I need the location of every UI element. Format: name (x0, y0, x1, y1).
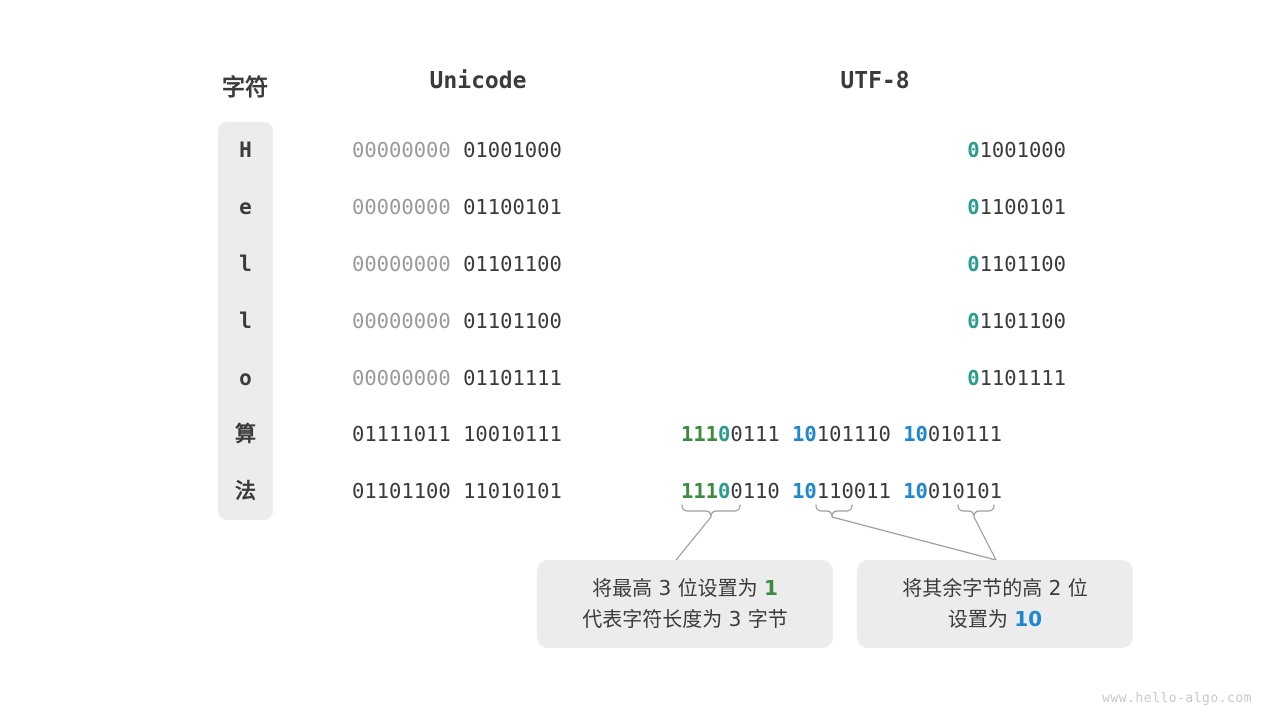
utf8-payload-bits: 1101111 (979, 366, 1066, 390)
utf8-byte1-payload: 0110 (730, 479, 780, 503)
utf8-length-prefix-bits: 111 (681, 479, 719, 503)
unicode-value: 00000000 01101111 (352, 364, 562, 392)
unicode-low-byte: 11010101 (463, 479, 562, 503)
brace-length-prefix (681, 504, 741, 518)
utf8-lead-bit: 0 (967, 252, 980, 276)
leader-line-right-callout-b (973, 516, 997, 561)
unicode-high-byte: 00000000 (352, 138, 464, 162)
unicode-value: 00000000 01001000 (352, 136, 562, 164)
utf8-payload-bits: 1001000 (979, 138, 1066, 162)
watermark: www.hello-algo.com (1102, 691, 1252, 706)
utf8-continuation-prefix: 10 (792, 479, 817, 503)
utf8-payload-bits: 1100101 (979, 195, 1066, 219)
callout-left-line-2: 代表字符长度为 3 字节 (582, 607, 788, 631)
utf8-value-multibyte: 11100110 10110011 10010101 (681, 477, 1002, 505)
utf8-value: 01101111 (967, 364, 1066, 392)
unicode-high-byte: 00000000 (352, 366, 464, 390)
leader-line-right-callout-a (831, 516, 997, 561)
unicode-value: 00000000 01101100 (352, 250, 562, 278)
callout-right-line-1: 将其余字节的高 2 位 (902, 576, 1088, 600)
utf8-byte3-payload: 010111 (927, 422, 1002, 446)
unicode-value: 01111011 10010111 (352, 420, 562, 448)
callout-left-highlight: 1 (763, 576, 778, 600)
callout-continuation-prefix: 将其余字节的高 2 位 设置为 10 (857, 560, 1133, 648)
utf8-byte2-payload: 110011 (816, 479, 891, 503)
utf8-value: 01101100 (967, 307, 1066, 335)
character-cell: 算 (235, 422, 256, 446)
callout-right-line-2-text: 设置为 (947, 607, 1015, 631)
utf8-prefix-terminator-bit: 0 (718, 479, 731, 503)
utf8-prefix-terminator-bit: 0 (718, 422, 731, 446)
utf8-continuation-prefix: 10 (903, 479, 928, 503)
unicode-low-byte: 01101100 (463, 252, 562, 276)
unicode-low-byte: 01100101 (463, 195, 562, 219)
leader-line-left-callout (675, 516, 712, 561)
utf8-byte3-payload: 010101 (927, 479, 1002, 503)
unicode-low-byte: 01101111 (463, 366, 562, 390)
callout-right-line-2: 设置为 10 (948, 604, 1042, 635)
character-cell: l (239, 309, 252, 333)
unicode-high-byte: 01111011 (352, 422, 464, 446)
utf8-length-prefix-bits: 111 (681, 422, 719, 446)
character-cell: e (239, 195, 252, 219)
utf8-lead-bit: 0 (967, 366, 980, 390)
utf8-value: 01001000 (967, 136, 1066, 164)
utf8-payload-bits: 1101100 (979, 309, 1066, 333)
character-cell: l (239, 252, 252, 276)
unicode-value: 00000000 01101100 (352, 307, 562, 335)
utf8-value: 01101100 (967, 250, 1066, 278)
utf8-value: 01100101 (967, 193, 1066, 221)
utf8-lead-bit: 0 (967, 195, 980, 219)
utf8-byte1-payload: 0111 (730, 422, 780, 446)
unicode-low-byte: 01001000 (463, 138, 562, 162)
unicode-low-byte: 10010111 (463, 422, 562, 446)
callout-left-line-1: 将最高 3 位设置为 1 (592, 573, 778, 604)
brace-continuation-prefix-byte2 (815, 504, 853, 518)
callout-left-line-1-text: 将最高 3 位设置为 (592, 576, 764, 600)
callout-length-prefix: 将最高 3 位设置为 1 代表字符长度为 3 字节 (537, 560, 833, 648)
unicode-value: 00000000 01100101 (352, 193, 562, 221)
utf8-byte2-payload: 101110 (816, 422, 891, 446)
utf8-lead-bit: 0 (967, 309, 980, 333)
unicode-value: 01101100 11010101 (352, 477, 562, 505)
utf8-payload-bits: 1101100 (979, 252, 1066, 276)
unicode-high-byte: 00000000 (352, 309, 464, 333)
utf8-lead-bit: 0 (967, 138, 980, 162)
utf8-continuation-prefix: 10 (792, 422, 817, 446)
column-header-character: 字符 (222, 75, 268, 101)
unicode-high-byte: 01101100 (352, 479, 464, 503)
unicode-low-byte: 01101100 (463, 309, 562, 333)
brace-continuation-prefix-byte3 (957, 504, 995, 518)
column-header-unicode: Unicode (429, 68, 527, 94)
unicode-high-byte: 00000000 (352, 195, 464, 219)
character-cell: o (239, 366, 252, 390)
character-cell: H (239, 138, 252, 162)
column-header-utf8: UTF-8 (840, 68, 910, 94)
character-cell: 法 (235, 479, 256, 503)
callout-right-highlight: 10 (1014, 607, 1043, 631)
utf8-value-multibyte: 11100111 10101110 10010111 (681, 420, 1002, 448)
utf8-continuation-prefix: 10 (903, 422, 928, 446)
character-column-panel (218, 122, 273, 520)
unicode-high-byte: 00000000 (352, 252, 464, 276)
